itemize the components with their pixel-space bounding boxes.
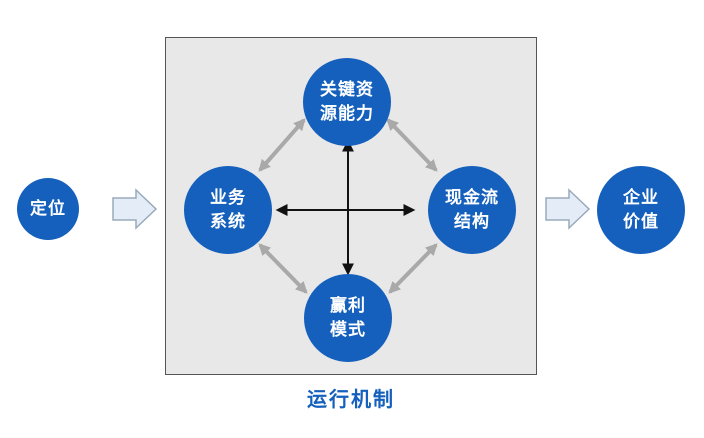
node-business-system-line-1: 业务	[210, 188, 246, 208]
flow-arrow-out	[545, 188, 591, 230]
node-cash-flow-line-1: 现金流	[445, 188, 499, 208]
flow-arrow-in	[112, 188, 158, 230]
link-resources-business	[258, 118, 306, 172]
node-profit-model-line-2: 模式	[330, 320, 366, 340]
node-profit-model: 赢利 模式	[304, 274, 392, 362]
node-enterprise-value: 企业 价值	[597, 166, 685, 254]
node-enterprise-value-line-1: 企业	[623, 188, 659, 208]
node-key-resources: 关键资 源能力	[303, 58, 391, 146]
link-business-profit	[258, 243, 308, 294]
node-cash-flow-line-2: 结构	[454, 212, 490, 232]
node-profit-model-line-1: 赢利	[330, 296, 366, 316]
panel-caption: 运行机制	[307, 387, 395, 411]
node-key-resources-line-2: 源能力	[320, 104, 374, 124]
node-business-system-line-2: 系统	[210, 212, 246, 232]
link-cashflow-profit	[388, 243, 438, 294]
node-business-system: 业务 系统	[184, 166, 272, 254]
node-key-resources-line-1: 关键资	[320, 80, 374, 100]
node-positioning-line-1: 定位	[30, 199, 66, 219]
node-enterprise-value-line-2: 价值	[623, 212, 659, 232]
node-positioning: 定位	[17, 178, 79, 240]
link-resources-cashflow	[386, 118, 438, 172]
node-cash-flow-structure: 现金流 结构	[428, 166, 516, 254]
